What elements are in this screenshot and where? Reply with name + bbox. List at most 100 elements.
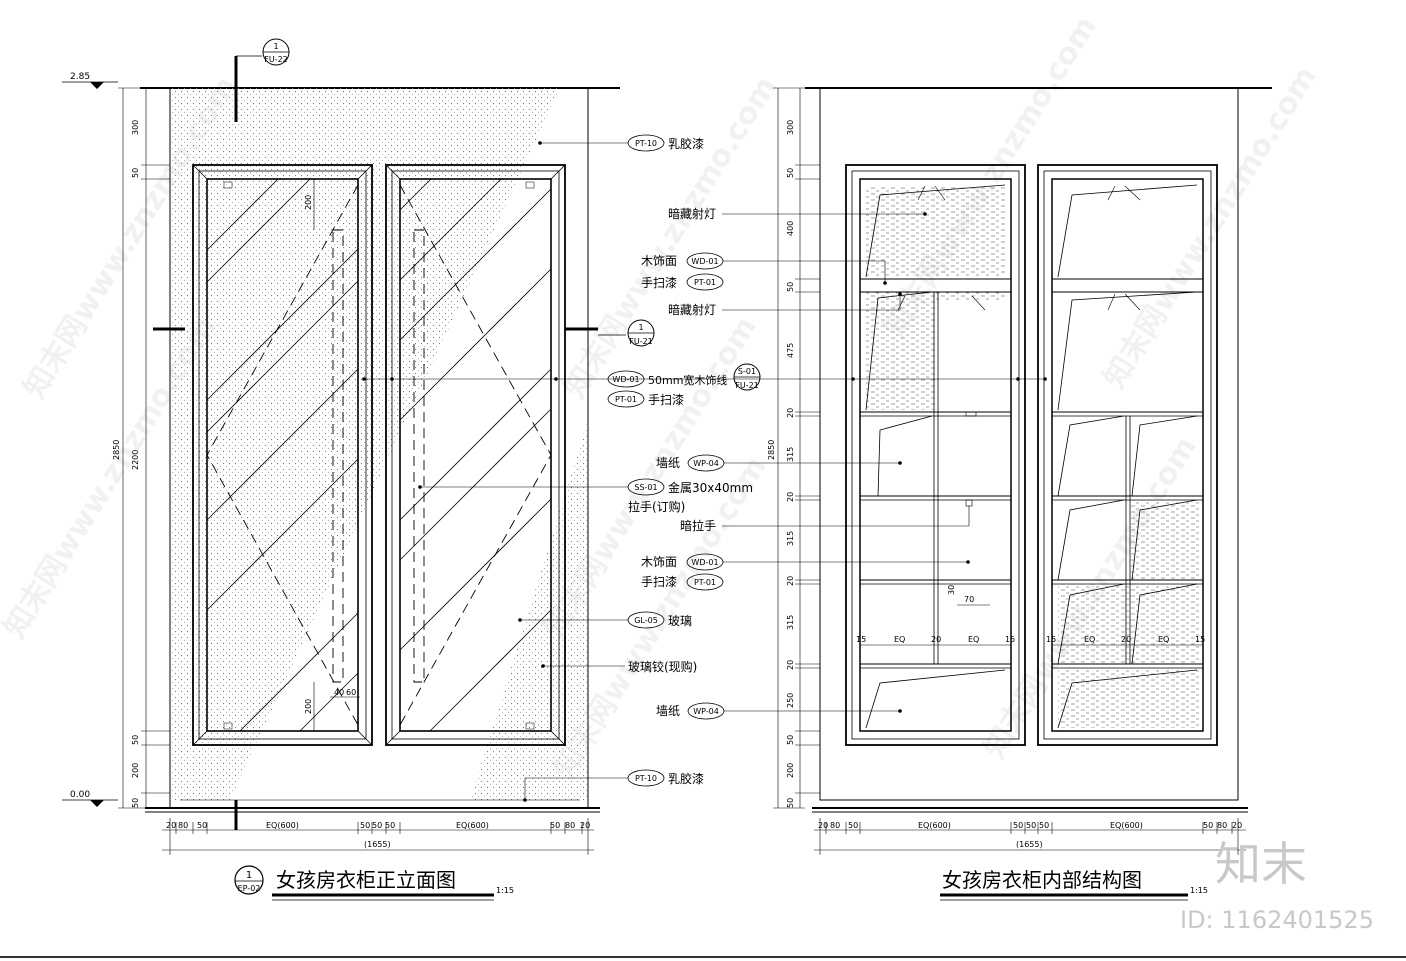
- dim-h-0: 20: [166, 821, 176, 830]
- dim-rh-total: (1655): [1016, 840, 1043, 849]
- dim-v-3: 50: [131, 735, 140, 745]
- dim-rv-8: 315: [786, 531, 795, 546]
- dim-inner-1: EQ: [894, 635, 905, 644]
- dim-rv-12: 250: [786, 693, 795, 708]
- ref-top-code: FU-22: [264, 55, 288, 64]
- view-badge-ref: EP-02: [238, 884, 261, 893]
- dim-v-0: 300: [131, 120, 140, 135]
- dim-rh-1: 80: [830, 821, 840, 830]
- dim-rv-2: 400: [786, 221, 795, 236]
- dim-v-4: 200: [131, 763, 140, 778]
- left-h-dims: 20 80 50 EQ(600) 50 50 50 EQ(600) 50 80 …: [166, 821, 590, 849]
- ref-mid-code: FU-21: [629, 337, 653, 346]
- dim-rh-5: 50: [1026, 821, 1036, 830]
- callout-tag: GL-05: [634, 616, 658, 625]
- dim-v-2: 2200: [131, 450, 140, 470]
- dim-inner-0: 15: [856, 635, 866, 644]
- left-elevation: 2.85 0.00 1 FU-22 1 FU-21: [62, 38, 655, 901]
- right-view-scale: 1:15: [1190, 886, 1208, 895]
- callout-pre: 手扫漆: [641, 575, 677, 589]
- dim-rv-6: 315: [786, 447, 795, 462]
- level-mark-bottom: [90, 800, 104, 807]
- level-mark-top: [90, 82, 104, 89]
- callout-tag: PT-01: [694, 278, 716, 287]
- dim-rv-9: 20: [786, 576, 795, 586]
- dim-rv-3: 50: [786, 282, 795, 292]
- dim-rv-11: 20: [786, 660, 795, 670]
- ref-top-num: 1: [273, 42, 278, 51]
- callout-text: 玻璃: [668, 614, 692, 628]
- dim-rv-total: 2850: [767, 440, 776, 460]
- dim-rh-2: 50: [848, 821, 858, 830]
- dim-handle-bottom: 200: [304, 699, 313, 714]
- dim-rh-0: 20: [818, 821, 828, 830]
- dim-inner-7: 20: [1121, 635, 1131, 644]
- dim-h-8: 50: [550, 821, 560, 830]
- callout-text: 玻璃铰(现购): [628, 659, 697, 674]
- dim-rv-14: 200: [786, 763, 795, 778]
- dim-inner-9: 15: [1195, 635, 1205, 644]
- ref-right-code: FU-21: [735, 381, 759, 390]
- dim-small-1: 70: [964, 595, 974, 604]
- dim-h-10: 20: [580, 821, 590, 830]
- dim-inner-6: EQ: [1084, 635, 1095, 644]
- dim-h-3: EQ(600): [266, 821, 299, 830]
- level-top-label: 2.85: [70, 72, 90, 82]
- callout-text: 金属30x40mm: [668, 480, 753, 495]
- dim-handle-w2: 60: [346, 688, 356, 697]
- callout-tag: WD-01: [612, 375, 639, 384]
- dim-handle-top: 200: [304, 195, 313, 210]
- callout-tag: PT-10: [635, 139, 657, 148]
- dim-rh-6: 50: [1039, 821, 1049, 830]
- dim-h-1: 80: [178, 821, 188, 830]
- watermark: 知末网www.znzmo.com: [1097, 60, 1324, 394]
- dim-rh-8: 50: [1203, 821, 1213, 830]
- callout-pre: 墙纸: [656, 704, 680, 718]
- callout-tag: SS-01: [634, 483, 657, 492]
- dim-rv-13: 50: [786, 735, 795, 745]
- callout-text: 暗拉手: [680, 518, 716, 533]
- right-door: [385, 164, 566, 746]
- right-elevation: 15 EQ 20 EQ 15 15 EQ 20 EQ 15 30 70 300 …: [767, 87, 1272, 901]
- dim-h-5: 50: [372, 821, 382, 830]
- dim-h-7: EQ(600): [456, 821, 489, 830]
- callout-text: 暗藏射灯: [668, 206, 716, 221]
- dim-small-0: 30: [947, 585, 956, 595]
- callout-tag: WD-01: [691, 257, 718, 266]
- dim-rv-0: 300: [786, 120, 795, 135]
- ref-right-num: S-01: [738, 367, 756, 376]
- callout-tag: PT-01: [694, 578, 716, 587]
- dim-rh-4: 50: [1013, 821, 1023, 830]
- brand-logo: 知末: [1215, 837, 1307, 891]
- callout-pre: 手扫漆: [641, 276, 677, 290]
- callout-tag: WP-04: [693, 459, 719, 468]
- left-view-title: 女孩房衣柜正立面图: [276, 868, 456, 892]
- watermark: 知末网www.znzmo.com: [557, 70, 784, 404]
- right-view-title: 女孩房衣柜内部结构图: [942, 868, 1142, 892]
- dim-rv-15: 50: [786, 798, 795, 808]
- dim-rv-4: 475: [786, 343, 795, 358]
- callout-tag: WD-01: [691, 558, 718, 567]
- ref-mid-num: 1: [638, 323, 643, 332]
- view-badge-num: 1: [246, 870, 252, 881]
- dim-rh-10: 20: [1232, 821, 1242, 830]
- dim-rh-9: 80: [1217, 821, 1227, 830]
- callout-tag: PT-10: [635, 774, 657, 783]
- dim-rh-7: EQ(600): [1110, 821, 1143, 830]
- id-label: ID: 1162401525: [1180, 906, 1374, 934]
- callout-tag: PT-01: [615, 395, 637, 404]
- callout-pre: 拉手(订购): [628, 499, 685, 514]
- callout-text: 暗藏射灯: [668, 302, 716, 317]
- view-badge: [234, 865, 264, 895]
- dim-inner-8: EQ: [1158, 635, 1169, 644]
- dim-h-2: 50: [197, 821, 207, 830]
- left-door: [192, 164, 373, 746]
- dim-rv-7: 20: [786, 492, 795, 502]
- dim-h-9: 80: [565, 821, 575, 830]
- callout-pre: 木饰面: [641, 254, 677, 268]
- callout-tag: WP-04: [693, 707, 719, 716]
- dim-handle-w1: 40: [334, 688, 344, 697]
- callout-text: 乳胶漆: [668, 771, 704, 786]
- dim-v-5: 50: [131, 798, 140, 808]
